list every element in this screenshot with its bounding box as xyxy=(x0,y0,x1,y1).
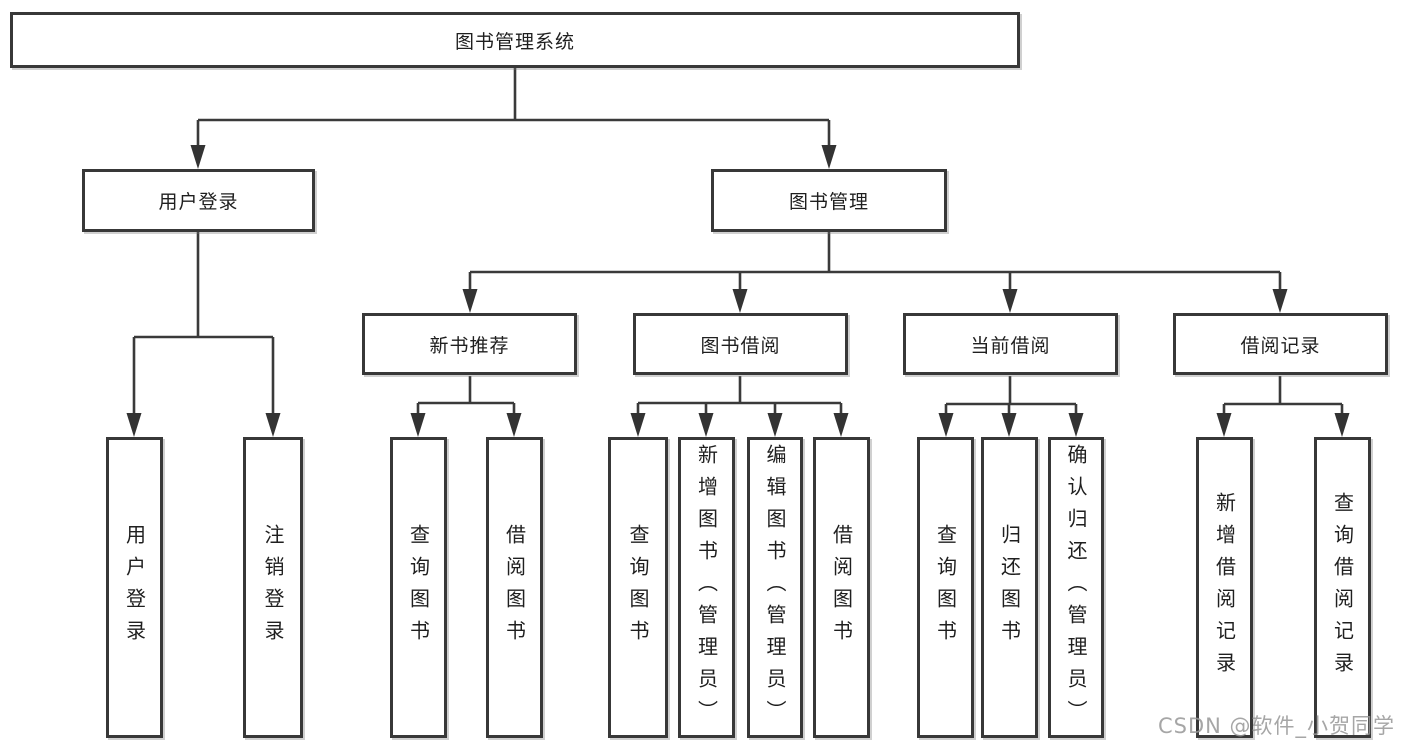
leaf-edit-books-admin: 编辑图书（管理员） xyxy=(747,437,803,738)
arrowheads xyxy=(126,145,1350,437)
leaf-query-books-borrowing: 查询图书 xyxy=(608,437,668,738)
leaf-query-books-borrowing-label: 查询图书 xyxy=(626,523,650,652)
leaf-user-login-action: 用户登录 xyxy=(106,437,163,738)
leaf-add-borrow-record-label: 新增借阅记录 xyxy=(1212,491,1237,684)
node-current-borrowing-label: 当前借阅 xyxy=(970,334,1051,357)
node-user-login: 用户登录 xyxy=(82,169,315,232)
leaf-logout-action-label: 注销登录 xyxy=(261,523,285,652)
leaf-return-books-label: 归还图书 xyxy=(997,523,1022,652)
leaf-borrow-books-recommend-label: 借阅图书 xyxy=(502,523,527,652)
node-library-system-label: 图书管理系统 xyxy=(454,30,575,53)
node-new-book-recommend-label: 新书推荐 xyxy=(429,334,510,357)
leaf-query-books-current: 查询图书 xyxy=(917,437,974,738)
leaf-borrow-books-recommend: 借阅图书 xyxy=(486,437,543,738)
node-user-login-label: 用户登录 xyxy=(158,191,239,213)
node-library-system: 图书管理系统 xyxy=(10,12,1020,68)
node-new-book-recommend: 新书推荐 xyxy=(362,313,577,375)
node-book-borrowing-label: 图书借阅 xyxy=(700,334,781,357)
leaf-borrow-books-borrowing: 借阅图书 xyxy=(813,437,870,738)
leaf-user-login-action-label: 用户登录 xyxy=(122,523,147,652)
leaf-add-borrow-record: 新增借阅记录 xyxy=(1196,437,1253,738)
node-current-borrowing: 当前借阅 xyxy=(903,313,1118,375)
leaf-edit-books-admin-label: 编辑图书（管理员） xyxy=(763,443,787,732)
node-book-borrowing: 图书借阅 xyxy=(633,313,848,375)
node-borrowing-records: 借阅记录 xyxy=(1173,313,1388,375)
leaf-query-borrow-record-label: 查询借阅记录 xyxy=(1330,491,1355,684)
leaf-query-books-recommend: 查询图书 xyxy=(390,437,447,738)
leaf-borrow-books-borrowing-label: 借阅图书 xyxy=(829,523,854,652)
leaf-logout-action: 注销登录 xyxy=(243,437,303,738)
leaf-query-books-current-label: 查询图书 xyxy=(933,523,958,652)
leaf-return-books: 归还图书 xyxy=(981,437,1038,738)
csdn-watermark: CSDN @软件_小贺同学 xyxy=(1158,714,1396,738)
leaf-query-books-recommend-label: 查询图书 xyxy=(406,523,431,652)
leaf-query-borrow-record: 查询借阅记录 xyxy=(1314,437,1371,738)
node-book-management: 图书管理 xyxy=(711,169,947,232)
leaf-confirm-return-admin: 确认归还（管理员） xyxy=(1048,437,1104,738)
node-borrowing-records-label: 借阅记录 xyxy=(1240,334,1321,357)
node-book-management-label: 图书管理 xyxy=(788,191,869,213)
leaf-add-books-admin: 新增图书（管理员） xyxy=(678,437,735,738)
leaf-add-books-admin-label: 新增图书（管理员） xyxy=(694,443,719,732)
leaf-confirm-return-admin-label: 确认归还（管理员） xyxy=(1064,443,1088,732)
